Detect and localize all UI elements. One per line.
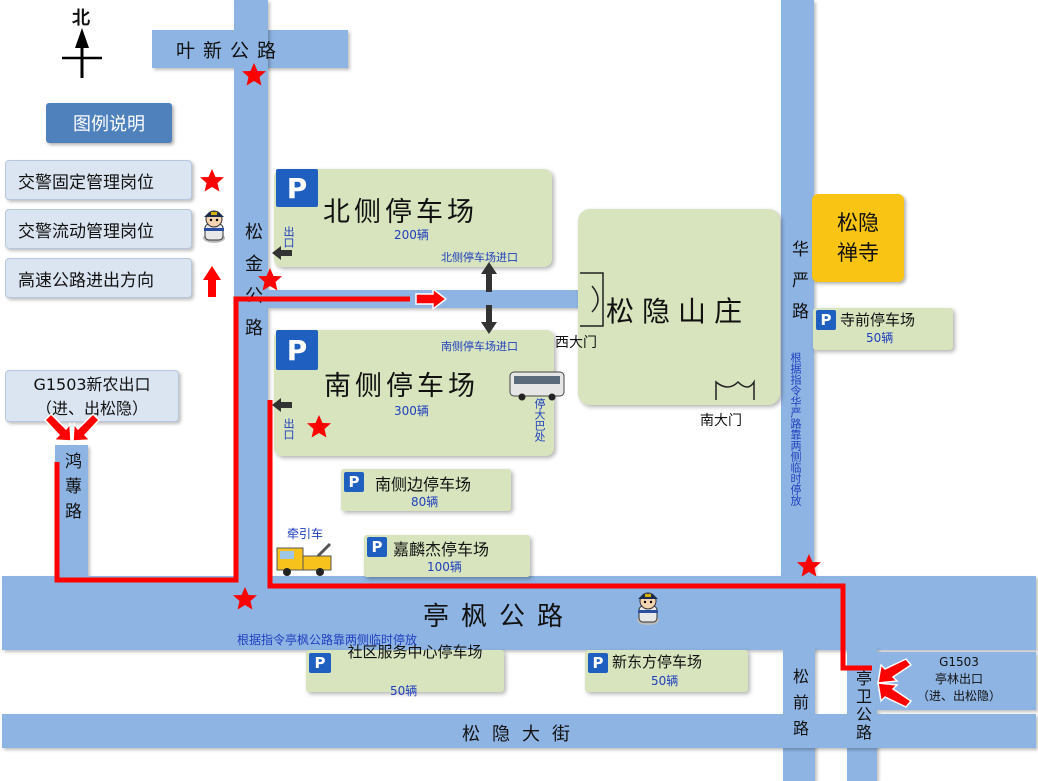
legend-item-label: 交警固定管理岗位 <box>18 172 154 193</box>
community-lot-count: 50辆 <box>390 684 418 698</box>
siqian-parking-lot <box>813 308 953 350</box>
police-officer-icon <box>202 210 226 244</box>
exit-note: （进、出松隐） <box>35 399 148 418</box>
west-gate-icon <box>580 272 604 327</box>
parking-sign-south: P <box>276 330 318 370</box>
legend-item-label: 交警流动管理岗位 <box>18 221 154 242</box>
community-parking-lot <box>306 650 504 692</box>
red-star-icon <box>200 169 224 192</box>
north-lot-count: 200辆 <box>394 228 429 242</box>
exit-note: （进、出松隐） <box>916 689 1001 703</box>
exit-arrows-tinglin-icon <box>877 658 913 708</box>
road-label-hongzhuan: 鸿蓴路 <box>61 452 81 527</box>
north-arrow-icon <box>62 28 102 78</box>
community-lot-name: 社区服务中心停车场 <box>347 643 483 661</box>
siqian-lot-count: 50辆 <box>866 331 894 345</box>
road-huayan <box>781 0 814 590</box>
legend-title-text: 图例说明 <box>73 114 145 135</box>
xindongfang-parking-lot <box>585 650 748 692</box>
road-label-tingfeng: 亭枫公路 <box>423 602 576 632</box>
legend-item-label: 高速公路进出方向 <box>18 270 154 291</box>
red-star-icon <box>242 63 266 86</box>
tow-truck-label: 牵引车 <box>287 527 324 541</box>
west-gate-label: 西大门 <box>555 335 597 351</box>
south-lot-count: 300辆 <box>394 404 429 418</box>
road-label-yexin: 叶新公路 <box>176 40 285 62</box>
road-songyin <box>2 714 1036 748</box>
red-up-arrow-icon <box>203 266 221 297</box>
road-hongzhuan <box>55 445 88 585</box>
parking-sign-siqian: P <box>816 310 836 330</box>
road-label-songjin: 松金公路 <box>242 222 263 350</box>
legend-title: 图例说明 <box>46 103 172 143</box>
red-star-icon <box>233 587 257 610</box>
parking-sign-xindongfang: P <box>588 653 608 673</box>
south-lot-exit-label: 出口 <box>282 418 295 440</box>
south-lot-entrance-label: 南侧停车场进口 <box>441 340 518 353</box>
exit-code: G1503 <box>939 655 979 669</box>
south-side-lot-count: 80辆 <box>411 495 439 509</box>
parking-sign-community: P <box>309 653 331 673</box>
parking-sign-jialinjie: P <box>367 537 387 557</box>
jialinjie-parking-lot <box>364 535 530 577</box>
road-label-songyin: 松隐大街 <box>462 724 582 745</box>
north-parking-lot <box>274 169 552 267</box>
road-label-huayan: 华严路 <box>788 240 808 333</box>
entrance-arrow-up-icon <box>481 262 497 292</box>
entrance-arrow-down-icon <box>481 305 497 334</box>
exit-arrow-left-icon <box>272 246 292 260</box>
legend-item-highway-direction: 高速公路进出方向 <box>5 258 192 298</box>
route-arrow-right-icon <box>415 287 448 311</box>
exit-g1503-xinnong: G1503新农出口 （进、出松隐） <box>5 370 179 422</box>
xindongfang-lot-count: 50辆 <box>651 674 679 688</box>
south-lot-name: 南侧停车场 <box>324 371 479 402</box>
villa-name: 松隐山庄 <box>606 295 751 328</box>
south-side-parking-lot <box>341 469 511 511</box>
red-star-icon <box>797 554 821 577</box>
south-parking-lot <box>274 330 554 456</box>
exit-arrows-xinnong-icon <box>43 412 101 442</box>
south-gate-icon <box>715 379 755 400</box>
jialinjie-lot-name: 嘉麟杰停车场 <box>393 540 490 559</box>
parking-sign-south-side: P <box>344 472 364 492</box>
south-gate-label: 南大门 <box>700 413 742 429</box>
exit-name: G1503新农出口 <box>33 375 151 394</box>
road-label-tingwei: 亭卫公路 <box>853 670 872 742</box>
siqian-lot-name: 寺前停车场 <box>840 311 916 329</box>
north-lot-exit-label: 出口 <box>282 226 295 248</box>
temple-name: 松隐禅寺 <box>837 211 879 265</box>
north-lot-name: 北侧停车场 <box>323 197 478 228</box>
police-officer-icon <box>636 592 660 626</box>
road-songjin <box>234 0 268 590</box>
songyin-villa <box>578 209 780 405</box>
songyin-temple: 松隐禅寺 <box>812 194 904 282</box>
exit-g1503-tinglin: G1503 亭林出口 （进、出松隐） <box>884 652 1034 712</box>
exit-name: 亭林出口 <box>934 672 983 686</box>
tingfeng-note: 根据指令亭枫公路靠两侧临时停放 <box>237 633 418 647</box>
jialinjie-lot-count: 100辆 <box>427 560 462 574</box>
red-star-icon <box>307 415 331 438</box>
huayan-note: 根据指令华严路靠两侧临时停放 <box>789 352 802 506</box>
tow-truck-icon <box>276 542 332 576</box>
north-lot-entrance-label: 北侧停车场进口 <box>441 251 518 264</box>
north-label: 北 <box>72 8 90 29</box>
exit-arrow-left-icon <box>272 398 292 412</box>
legend-item-fixed-post: 交警固定管理岗位 <box>5 160 192 200</box>
xindongfang-lot-name: 新东方停车场 <box>612 653 703 671</box>
legend-item-mobile-post: 交警流动管理岗位 <box>5 209 192 249</box>
bus-parking-label: 停大巴处 <box>533 398 546 442</box>
guidance-route <box>54 296 872 671</box>
road-label-songqian: 松前路 <box>790 668 809 746</box>
red-star-icon <box>258 268 282 291</box>
south-side-lot-name: 南侧边停车场 <box>375 475 472 494</box>
parking-sign-north: P <box>276 169 318 207</box>
bus-icon <box>509 371 565 401</box>
